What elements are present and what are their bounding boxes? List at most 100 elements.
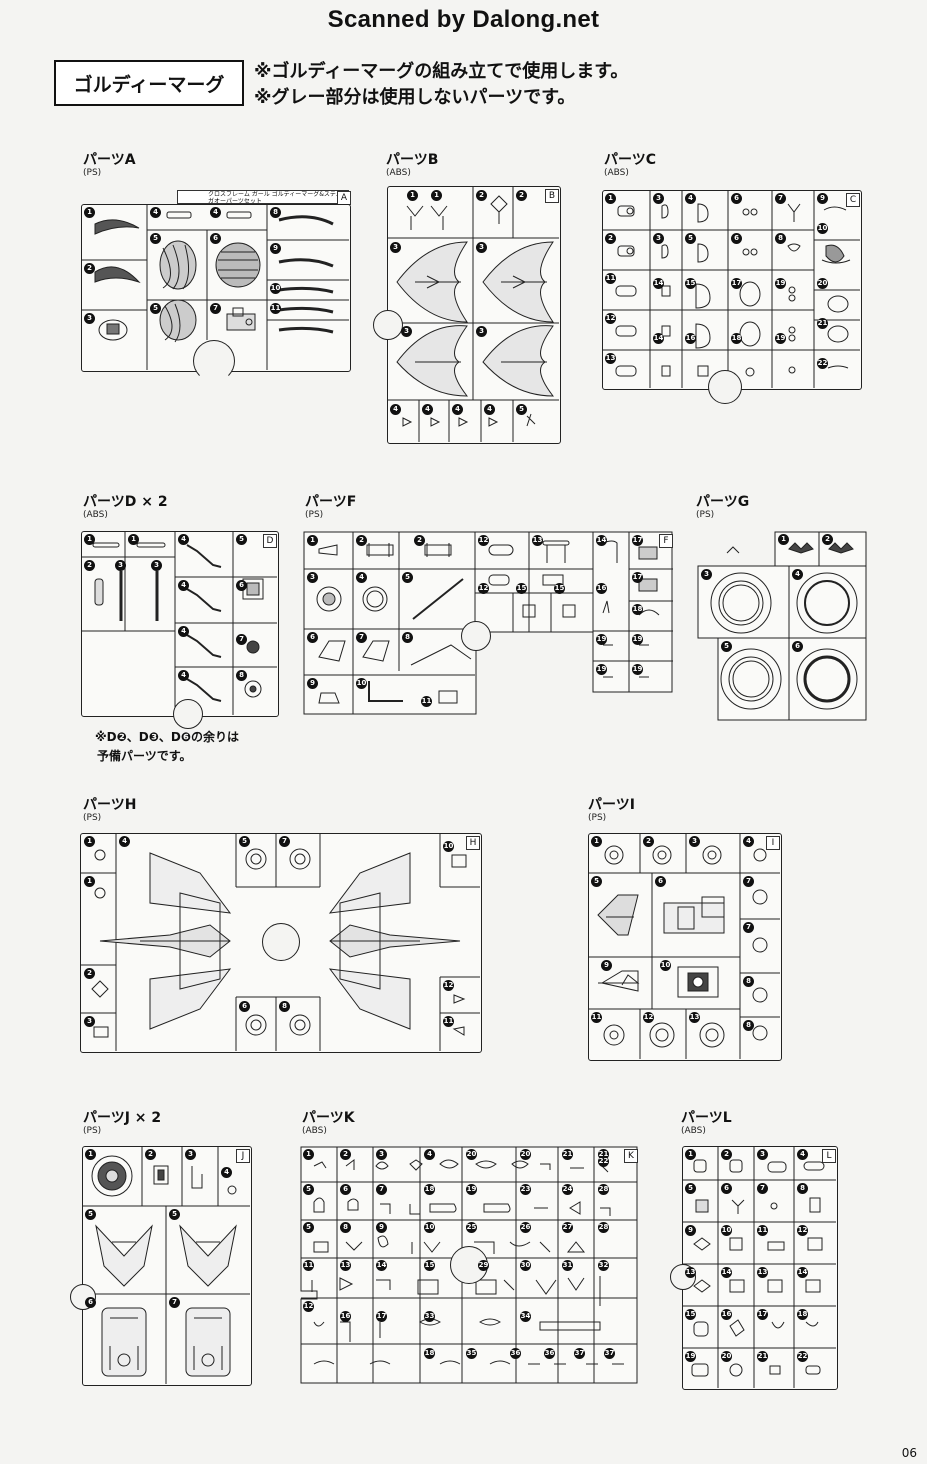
part-number-badge: 17	[632, 535, 643, 546]
part-number-badge: 30	[520, 1260, 531, 1271]
part-number-badge: 2	[643, 836, 654, 847]
part-number-badge: 4	[178, 534, 189, 545]
part-number-badge: 5	[685, 233, 696, 244]
part-number-badge: 2	[721, 1149, 732, 1160]
part-number-badge: 3	[689, 836, 700, 847]
part-number-badge: 3	[653, 233, 664, 244]
runner-i-parts	[588, 833, 780, 1059]
part-number-badge: 22	[598, 1156, 609, 1167]
part-number-badge: 5	[721, 641, 732, 652]
part-number-badge: 6	[792, 641, 803, 652]
part-number-badge: 4	[119, 836, 130, 847]
part-number-badge: 10	[817, 223, 828, 234]
runner-j: J 1 2 3 4 5 5 6 7	[70, 1146, 252, 1386]
part-number-badge: 6	[721, 1183, 732, 1194]
part-number-badge: 1	[431, 190, 442, 201]
part-number-badge: 28	[598, 1184, 609, 1195]
runner-label-j: パーツJ × 2 (PS)	[83, 1110, 161, 1136]
part-number-badge: 3	[653, 193, 664, 204]
runner-k-name: パーツK	[302, 1110, 355, 1126]
part-number-badge: 33	[424, 1311, 435, 1322]
runner-b-tag: B	[545, 189, 559, 203]
part-number-badge: 6	[731, 193, 742, 204]
runner-c-gate	[708, 370, 742, 404]
runner-label-h: パーツH (PS)	[83, 797, 136, 823]
runner-a-gate	[193, 340, 235, 382]
runner-g: 1 2 3 4 5 6	[697, 531, 867, 721]
runner-i-tag: I	[766, 836, 780, 850]
part-number-badge: 12	[797, 1225, 808, 1236]
runner-l-material: (ABS)	[681, 1126, 706, 1136]
runner-b-material: (ABS)	[386, 168, 411, 178]
part-number-badge: 19	[466, 1184, 477, 1195]
part-number-badge: 8	[340, 1222, 351, 1233]
part-number-badge: 22	[817, 358, 828, 369]
runner-d-parts	[81, 531, 277, 715]
part-number-badge: 15	[424, 1260, 435, 1271]
part-number-badge: 13	[605, 353, 616, 364]
part-number-badge: 17	[731, 278, 742, 289]
part-number-badge: 14	[797, 1267, 808, 1278]
part-number-badge: 28	[598, 1222, 609, 1233]
d-spare-note-line-1: ※D❷、D❸、D❻の余りは	[95, 730, 240, 744]
part-number-badge: 14	[653, 278, 664, 289]
part-number-badge: 11	[303, 1260, 314, 1271]
part-number-badge: 26	[520, 1222, 531, 1233]
part-number-badge: 8	[279, 1001, 290, 1012]
part-number-badge: 22	[797, 1351, 808, 1362]
runner-a-material: (PS)	[83, 168, 102, 178]
part-number-badge: 5	[236, 534, 247, 545]
part-number-badge: 2	[340, 1149, 351, 1160]
runner-i: I 1 2 3 4 5 6 7 7 9 10 8 11 12 13 8	[588, 833, 782, 1061]
runner-g-parts	[697, 531, 867, 721]
runner-h-gate	[262, 923, 300, 961]
runner-j-name: パーツJ × 2	[83, 1110, 162, 1126]
part-number-badge: 4	[390, 404, 401, 415]
part-number-badge: 6	[210, 233, 221, 244]
part-number-badge: 5	[169, 1209, 180, 1220]
part-number-badge: 3	[701, 569, 712, 580]
part-number-badge: 1	[84, 534, 95, 545]
part-number-badge: 8	[402, 632, 413, 643]
part-number-badge: 18	[797, 1309, 808, 1320]
runner-a: クロスフレーム ガール ゴルディーマーグ&ステルスガオーパーツセット A 1	[81, 190, 351, 382]
part-number-badge: 2	[84, 968, 95, 979]
runner-f-material: (PS)	[305, 510, 324, 520]
part-number-badge: 4	[178, 626, 189, 637]
part-number-badge: 3	[185, 1149, 196, 1160]
part-number-badge: 8	[270, 207, 281, 218]
part-number-badge: 19	[775, 278, 786, 289]
part-number-badge: 6	[85, 1297, 96, 1308]
part-number-badge: 1	[84, 876, 95, 887]
part-number-badge: 19	[632, 634, 643, 645]
runner-i-name: パーツI	[588, 797, 635, 813]
part-number-badge: 2	[476, 190, 487, 201]
d-spare-note: ※D❷、D❸、D❻の余りは 予備パーツです。	[95, 728, 239, 766]
part-number-badge: 9	[685, 1225, 696, 1236]
part-number-badge: 3	[115, 560, 126, 571]
part-number-badge: 4	[178, 670, 189, 681]
part-number-badge: 24	[562, 1184, 573, 1195]
part-number-badge: 20	[466, 1149, 477, 1160]
part-number-badge: 13	[757, 1267, 768, 1278]
runner-g-material: (PS)	[696, 510, 715, 520]
note-2: ※グレー部分は使用しないパーツです。	[254, 87, 576, 108]
part-number-badge: 17	[757, 1309, 768, 1320]
part-number-badge: 4	[178, 580, 189, 591]
part-number-badge: 23	[520, 1184, 531, 1195]
part-number-badge: 3	[476, 326, 487, 337]
part-number-badge: 20	[721, 1351, 732, 1362]
part-number-badge: 2	[414, 535, 425, 546]
part-number-badge: 1	[591, 836, 602, 847]
part-number-badge: 3	[476, 242, 487, 253]
part-number-badge: 7	[757, 1183, 768, 1194]
part-number-badge: 1	[605, 193, 616, 204]
part-number-badge: 12	[303, 1301, 314, 1312]
runner-label-b: パーツB (ABS)	[386, 152, 438, 178]
runner-l-parts	[682, 1146, 836, 1388]
runner-d-material: (ABS)	[83, 510, 108, 520]
part-number-badge: 13	[689, 1012, 700, 1023]
part-number-badge: 5	[685, 1183, 696, 1194]
part-number-badge: 4	[210, 207, 221, 218]
runner-d: D 1 1 4 5 2 3 3 4 6 4 7 4 8	[81, 531, 279, 729]
